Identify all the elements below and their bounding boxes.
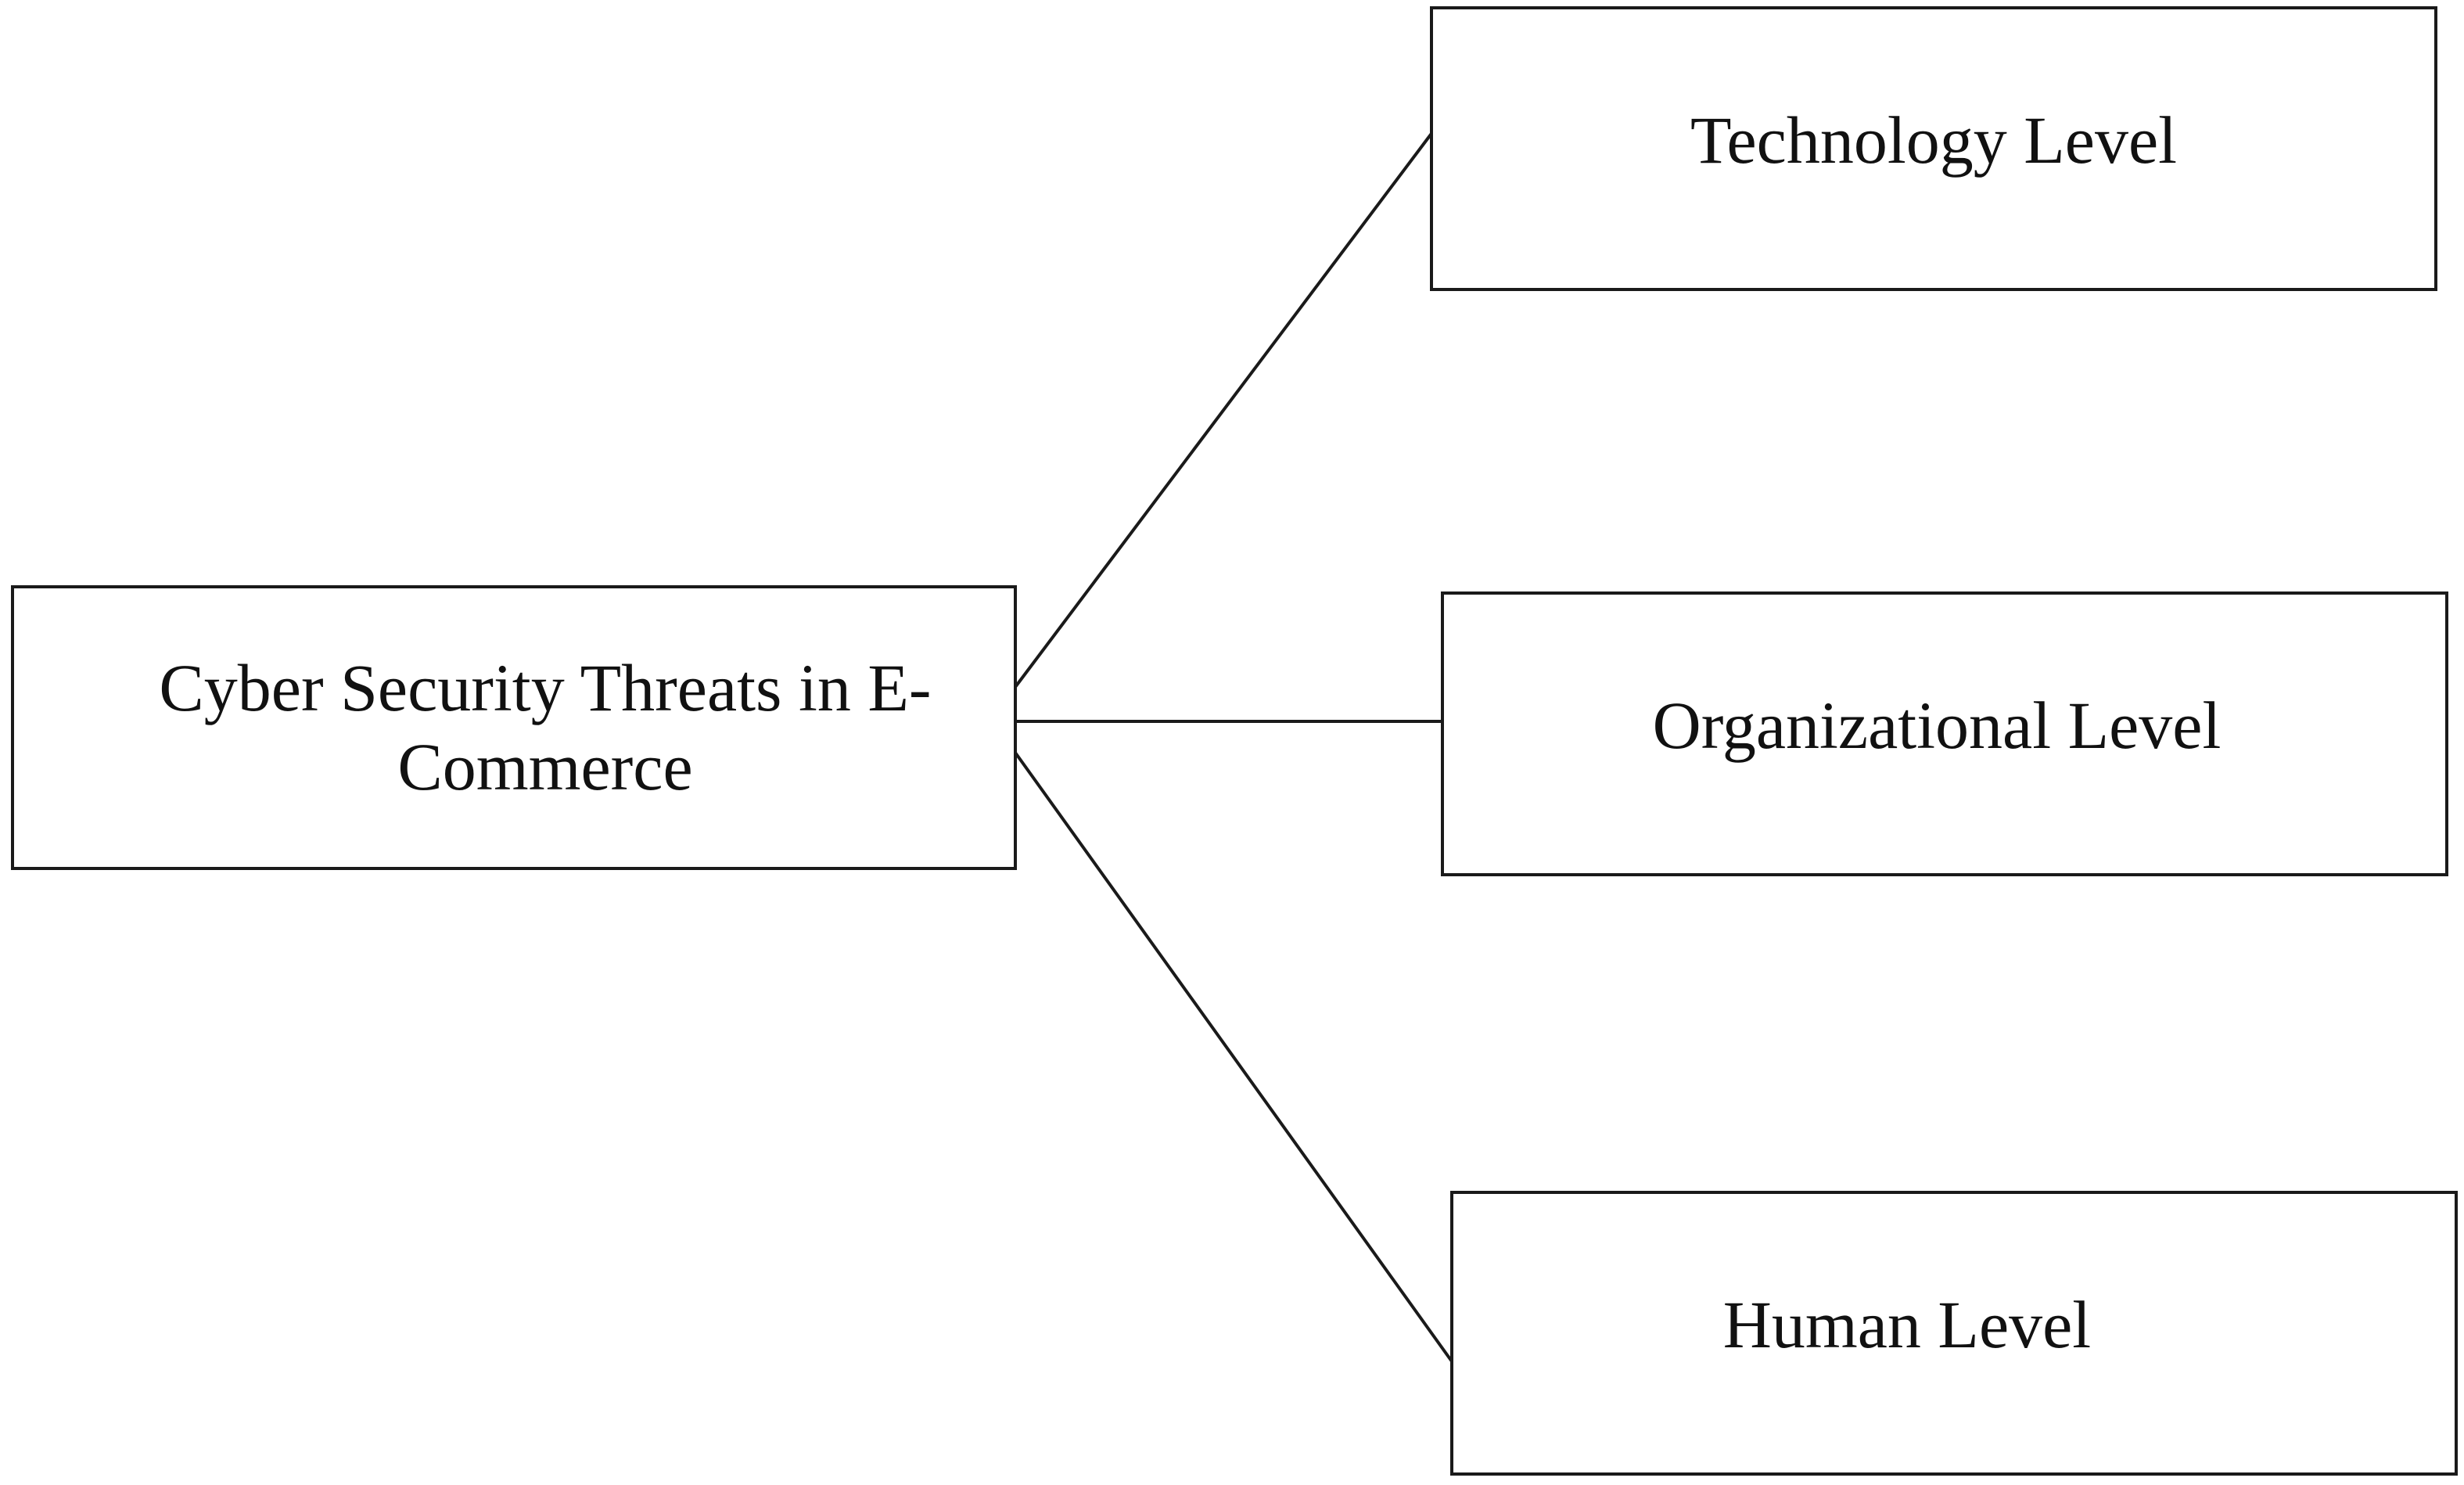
organizational-level-box: Organizational Level (1441, 591, 2448, 876)
connector-to-human (1014, 751, 1453, 1363)
organizational-level-label: Organizational Level (1652, 688, 2222, 764)
root-node-label: Cyber Security Threats in E-Commerce (159, 649, 932, 804)
human-level-label: Human Level (1722, 1287, 2092, 1363)
root-node-box: Cyber Security Threats in E-Commerce (11, 585, 1017, 870)
connector-to-technology (1014, 130, 1435, 689)
technology-level-box: Technology Level (1430, 6, 2437, 291)
technology-level-label: Technology Level (1690, 102, 2178, 178)
human-level-box: Human Level (1450, 1191, 2458, 1476)
